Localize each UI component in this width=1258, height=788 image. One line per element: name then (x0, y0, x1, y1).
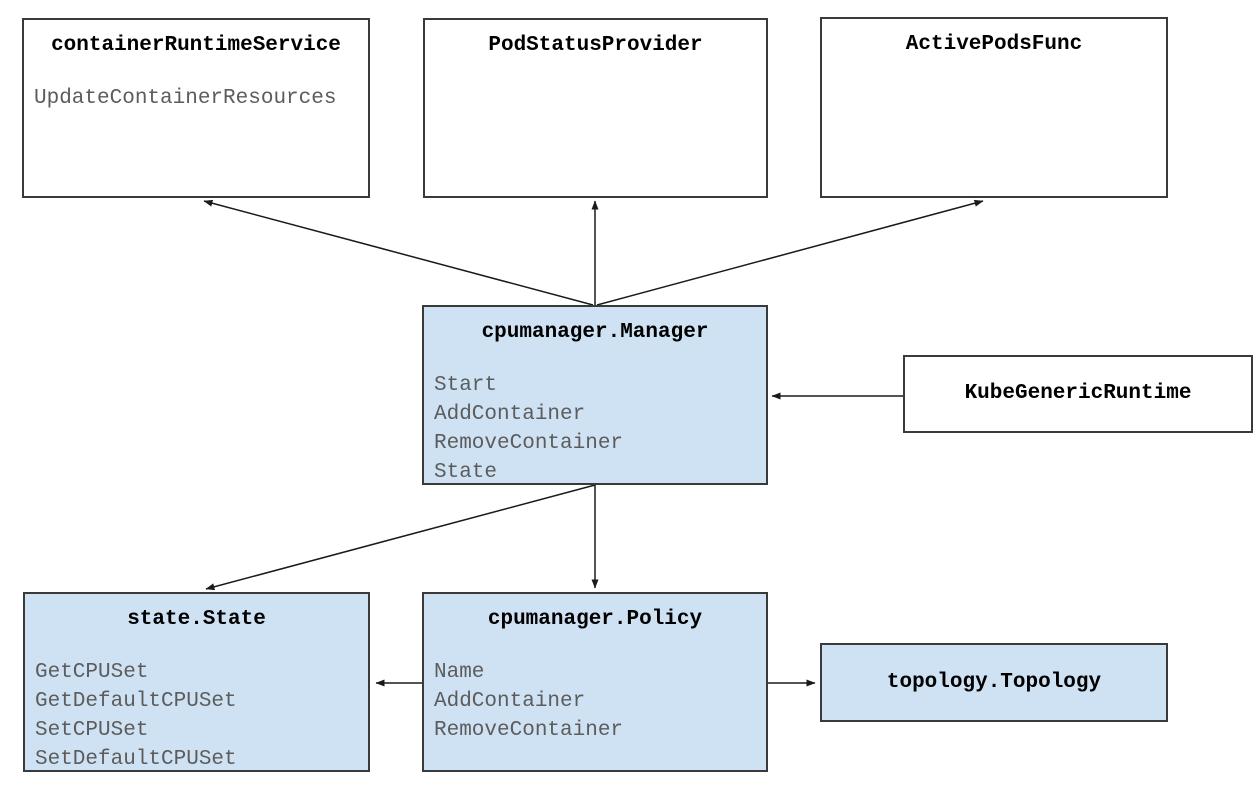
node-cpumanager-policy: cpumanager.Policy Name AddContainer Remo… (422, 592, 768, 772)
node-state-state: state.State GetCPUSet GetDefaultCPUSet S… (23, 592, 370, 772)
arrow-manager-to-state-state (205, 484, 596, 591)
method-label: GetCPUSet (35, 661, 149, 684)
node-topology-topology: topology.Topology (820, 643, 1168, 722)
node-kube-generic-runtime: KubeGenericRuntime (903, 355, 1253, 433)
node-methods: UpdateContainerResources (24, 84, 368, 113)
node-active-pods-func: ActivePodsFunc (820, 17, 1168, 198)
node-cpumanager-manager: cpumanager.Manager Start AddContainer Re… (422, 305, 768, 485)
node-title: ActivePodsFunc (905, 33, 1083, 56)
node-title: state.State (127, 608, 266, 631)
node-title: cpumanager.Manager (481, 321, 709, 344)
node-container-runtime-service: containerRuntimeService UpdateContainerR… (22, 18, 370, 198)
node-methods: GetCPUSet GetDefaultCPUSet SetCPUSet Set… (25, 658, 368, 774)
node-methods: Name AddContainer RemoveContainer (424, 658, 766, 745)
node-methods: Start AddContainer RemoveContainer State (424, 371, 766, 487)
node-title: PodStatusProvider (488, 34, 703, 57)
method-label: State (434, 461, 498, 484)
arrow-manager-to-container-runtime-service (203, 199, 594, 306)
method-label: SetCPUSet (35, 719, 149, 742)
arrow-manager-to-active-pods-func (596, 199, 984, 306)
method-label: RemoveContainer (434, 432, 624, 455)
method-label: UpdateContainerResources (34, 87, 337, 110)
node-title: topology.Topology (886, 670, 1102, 694)
method-label: RemoveContainer (434, 719, 624, 742)
method-label: GetDefaultCPUSet (35, 690, 237, 713)
node-title: cpumanager.Policy (487, 608, 703, 631)
node-title: KubeGenericRuntime (964, 382, 1192, 405)
node-pod-status-provider: PodStatusProvider (423, 18, 768, 198)
node-title: containerRuntimeService (51, 34, 341, 57)
method-label: Start (434, 374, 498, 397)
method-label: SetDefaultCPUSet (35, 748, 237, 771)
method-label: Name (434, 661, 485, 684)
method-label: AddContainer (434, 403, 586, 426)
method-label: AddContainer (434, 690, 586, 713)
